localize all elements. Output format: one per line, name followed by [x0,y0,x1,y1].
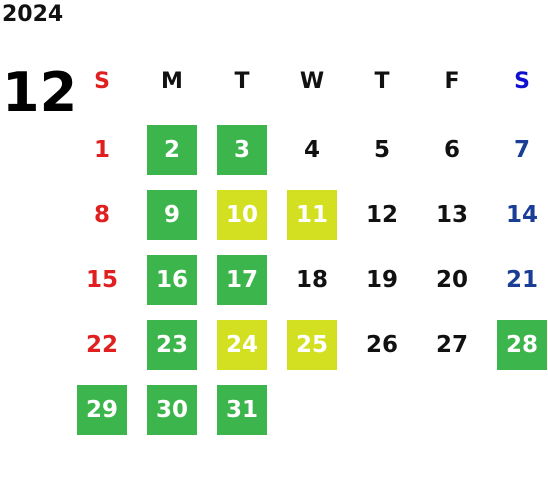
calendar-day[interactable]: 27 [435,332,468,358]
calendar-day[interactable]: 9 [147,190,197,240]
calendar-day[interactable]: 17 [217,255,267,305]
weekday-header: M [161,68,183,94]
calendar-day[interactable]: 1 [93,137,110,163]
calendar-day[interactable]: 8 [93,202,110,228]
calendar-day[interactable]: 19 [365,267,398,293]
calendar-day[interactable]: 20 [435,267,468,293]
calendar-day[interactable]: 18 [295,267,328,293]
calendar-year: 2024 [2,2,64,27]
calendar-day[interactable]: 16 [147,255,197,305]
calendar-day[interactable]: 14 [505,202,538,228]
calendar-day[interactable]: 25 [287,320,337,370]
calendar-day[interactable]: 6 [443,137,460,163]
calendar-day[interactable]: 29 [77,385,127,435]
calendar-month: 12 [2,61,78,124]
calendar-day[interactable]: 24 [217,320,267,370]
calendar-day[interactable]: 30 [147,385,197,435]
calendar-day[interactable]: 31 [217,385,267,435]
calendar-day[interactable]: 11 [287,190,337,240]
calendar-day[interactable]: 26 [365,332,398,358]
calendar-day[interactable]: 2 [147,125,197,175]
weekday-header: F [444,68,460,94]
calendar-day[interactable]: 28 [497,320,547,370]
weekday-header: S [94,68,110,94]
calendar-day[interactable]: 7 [513,137,530,163]
calendar-day[interactable]: 3 [217,125,267,175]
weekday-header: S [514,68,530,94]
calendar-day[interactable]: 10 [217,190,267,240]
weekday-header: T [234,68,250,94]
calendar-day[interactable]: 12 [365,202,398,228]
calendar-day[interactable]: 5 [373,137,390,163]
weekday-header: T [374,68,390,94]
calendar-day[interactable]: 13 [435,202,468,228]
calendar-day[interactable]: 22 [85,332,118,358]
weekday-header: W [299,68,325,94]
calendar-day[interactable]: 23 [147,320,197,370]
calendar-day[interactable]: 21 [505,267,538,293]
calendar-day[interactable]: 4 [303,137,320,163]
calendar-day[interactable]: 15 [85,267,118,293]
